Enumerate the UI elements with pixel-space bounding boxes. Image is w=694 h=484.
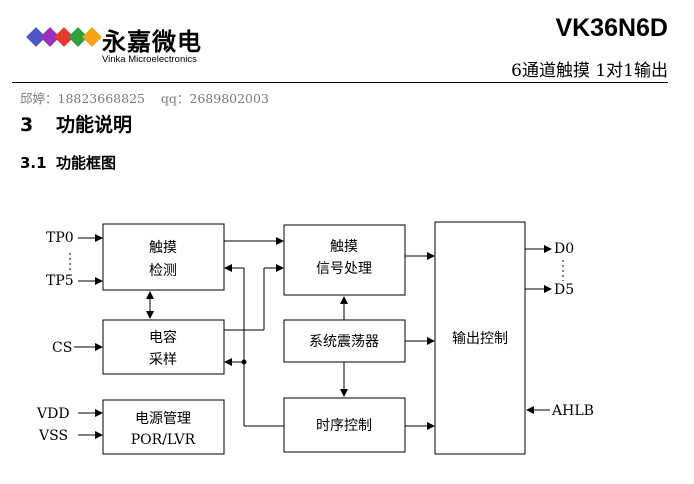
product-code: VK36N6D	[555, 14, 668, 42]
subsection-number: 3.1	[20, 154, 47, 172]
power-mgmt-label-1: 电源管理	[135, 411, 191, 427]
output-control-label: 输出控制	[452, 331, 508, 347]
touch-detect-label-1: 触摸	[149, 240, 177, 256]
logo-diamond-orange	[82, 27, 102, 47]
block-timing-control	[283, 397, 406, 453]
signal-proc-label-2: 信号处理	[316, 261, 372, 277]
vinka-logo	[26, 27, 102, 47]
block-touch-detect	[102, 223, 225, 291]
pin-tp0-label: TP0	[46, 230, 74, 246]
subsection-heading: 3.1 功能框图	[20, 152, 116, 173]
subsection-title: 功能框图	[56, 154, 117, 172]
power-mgmt-label-2: POR/LVR	[131, 432, 196, 448]
oscillator-label: 系统震荡器	[309, 334, 379, 350]
logo-diamond-green	[68, 27, 88, 47]
junction-dot	[241, 359, 247, 365]
brand-subtitle: Vinka Microelectronics	[102, 54, 197, 65]
signal-proc-label-1: 触摸	[330, 239, 358, 255]
pin-d0-label: D0	[554, 241, 574, 257]
timing-control-label: 时序控制	[316, 418, 372, 434]
pin-ahlb-label: AHLB	[551, 403, 594, 419]
section-heading: 3 功能说明	[20, 110, 132, 137]
pin-vss-label: VSS	[38, 428, 68, 444]
contact-info: 邱婷：18823668825 qq：2689802003	[20, 91, 269, 106]
block-cap-sample	[102, 319, 225, 375]
pin-vdd-label: VDD	[36, 406, 70, 422]
cap-sample-label-1: 电容	[149, 329, 177, 346]
product-description: 6通道触摸 1对1输出	[511, 61, 668, 81]
pin-tp5-label: TP5	[46, 273, 74, 289]
block-power-management	[102, 399, 225, 455]
section-title: 功能说明	[56, 114, 133, 136]
cap-sample-label-2: 采样	[149, 352, 177, 368]
touch-detect-label-2: 检测	[149, 263, 177, 279]
pin-d5-label: D5	[554, 282, 574, 298]
section-number: 3	[20, 114, 34, 136]
block-output-control	[434, 221, 526, 455]
brand-name: 永嘉微电	[102, 28, 202, 56]
pin-cs-label: CS	[52, 340, 72, 356]
header-divider	[12, 82, 668, 83]
block-signal-processing	[283, 224, 406, 296]
